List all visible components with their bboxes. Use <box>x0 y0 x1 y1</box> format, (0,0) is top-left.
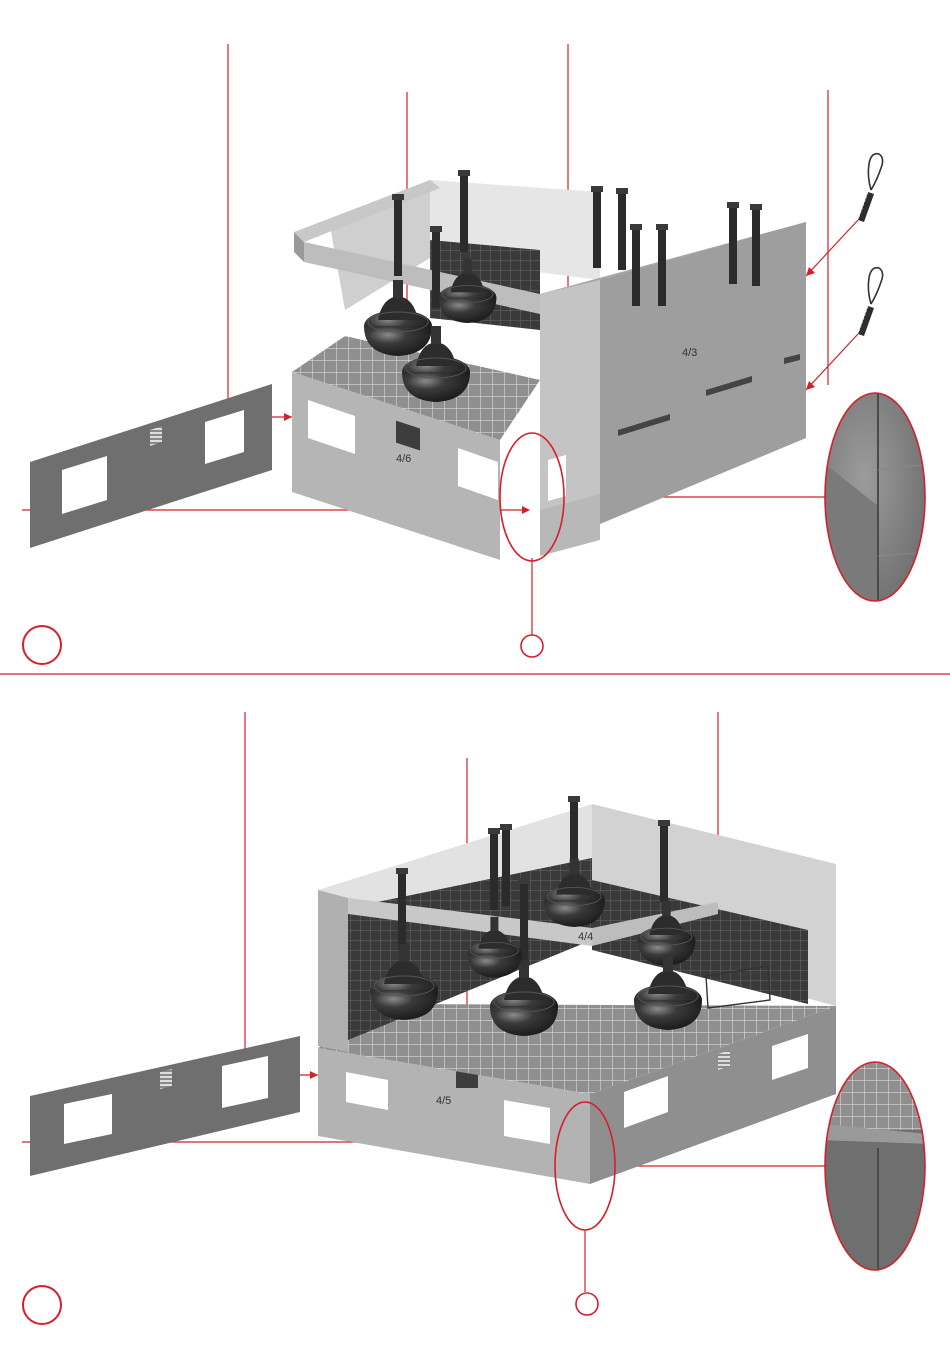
glue-tube-icon <box>858 268 883 336</box>
step-2-building: 4/5 4/4 <box>318 796 836 1184</box>
step-2-loose-wall <box>30 1036 300 1176</box>
step-1-building: 4/6 4/3 <box>292 170 806 560</box>
step-1-panel: 4/6 4/3 <box>22 44 930 664</box>
wall-label-4-6: 4/6 <box>396 453 411 465</box>
magnifier-detail-icon <box>820 390 930 610</box>
wall-label-4-3: 4/3 <box>682 347 697 359</box>
wall-label-4-5: 4/5 <box>436 1095 451 1107</box>
step-marker-icon <box>23 626 61 664</box>
step-1-loose-wall <box>30 384 272 548</box>
glue-arrow-1 <box>806 220 858 276</box>
step-2-panel: 4/5 4/4 <box>22 712 930 1324</box>
detail-marker-icon <box>576 1293 598 1315</box>
glue-tube-icon <box>858 154 883 222</box>
glue-arrow-2 <box>806 334 858 390</box>
magnifier-detail-icon <box>820 1060 930 1280</box>
wall-label-4-4: 4/4 <box>578 931 593 943</box>
detail-marker-icon <box>521 635 543 657</box>
step-marker-icon <box>23 1286 61 1324</box>
